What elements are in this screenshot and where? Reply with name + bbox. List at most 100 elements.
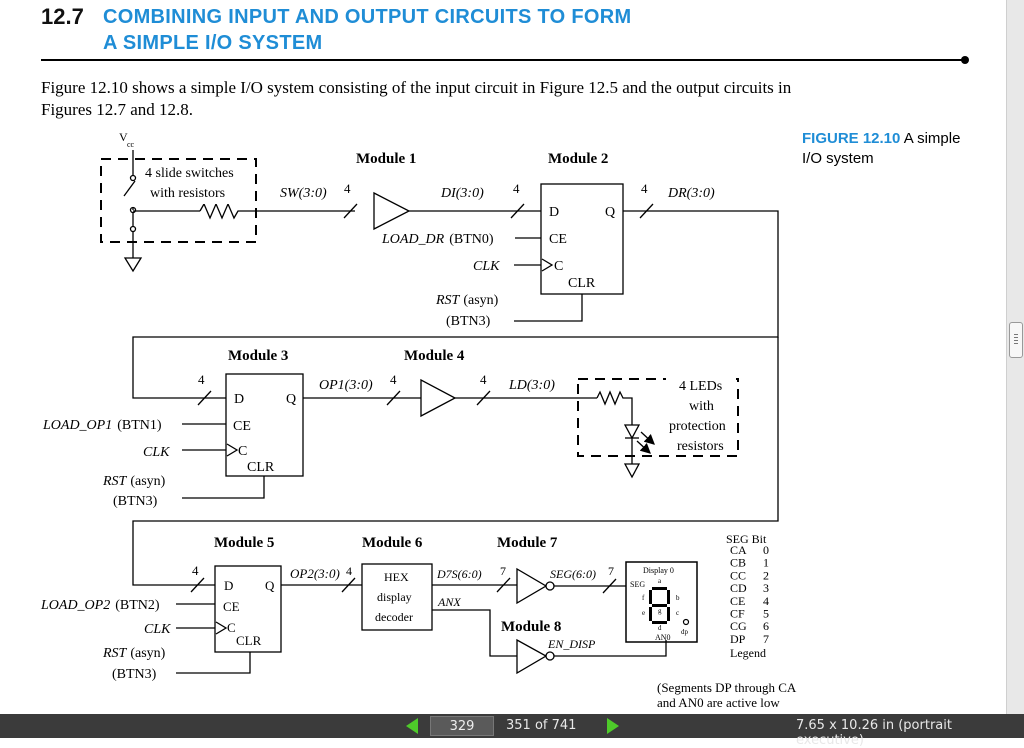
hex-line1: HEX [384, 570, 409, 584]
module3-c: C [238, 444, 247, 459]
next-page-icon[interactable] [607, 718, 619, 734]
module2-label: Module 2 [548, 151, 608, 167]
op2-signal-label: OP2(3:0) [290, 566, 340, 581]
module2-clk-triangle [541, 258, 554, 272]
display-c: c [676, 609, 679, 617]
op2-in-bus-slash [190, 577, 205, 593]
module7-inverter [516, 567, 548, 605]
load-op2-btn: (BTN2) [115, 598, 160, 613]
display-an0: AN0 [655, 633, 671, 642]
module8-inverter [516, 638, 548, 675]
module2-c: C [554, 259, 563, 274]
op2-bus-slash [341, 577, 356, 593]
section-title-line1: COMBINING INPUT AND OUTPUT CIRCUITS TO F… [103, 6, 632, 28]
legend-footer: Legend [730, 646, 766, 660]
figure-number: FIGURE 12.10 [802, 130, 901, 147]
en-disp-signal-label: EN_DISP [547, 637, 596, 651]
legend-bit: 5 [763, 607, 769, 621]
legend-seg: CA [730, 543, 747, 557]
seg-bus-width: 7 [608, 564, 614, 578]
seg-signal-label: SEG(6:0) [550, 567, 596, 581]
section-number: 12.7 [41, 4, 84, 29]
display-g: g [658, 607, 662, 615]
d7s-signal-label: D7S(6:0) [436, 567, 482, 581]
sw-signal-label: SW(3:0) [280, 186, 327, 201]
previous-page-icon[interactable] [406, 718, 418, 734]
section-title-line2: A SIMPLE I/O SYSTEM [103, 32, 323, 54]
module6-decoder [361, 563, 433, 631]
display-b: b [676, 594, 680, 602]
module4-buffer [420, 378, 457, 418]
vertical-scrollbar[interactable] [1006, 0, 1024, 714]
body-paragraph: Figure 12.10 shows a simple I/O system c… [41, 78, 792, 119]
rst-label-3: RST(asyn) [102, 474, 166, 489]
ld-bus-slash [476, 390, 491, 406]
module5-c: C [227, 620, 236, 635]
anx-wire [432, 609, 517, 657]
module2-d: D [549, 205, 559, 220]
module4-label: Module 4 [404, 348, 465, 364]
hex-line3: decoder [375, 610, 413, 624]
rst-wire-2 [514, 294, 583, 322]
clk-label-5: CLK [144, 622, 171, 637]
legend-seg: CE [730, 594, 745, 608]
module8-bubble [545, 651, 555, 661]
io-system-diagram: V cc 4 slide switches with resistors SW(… [40, 130, 797, 710]
load-op2-name: LOAD_OP2 [40, 598, 110, 613]
legend-seg: CF [730, 607, 745, 621]
module3-d: D [234, 392, 244, 407]
dr-bus-width: 4 [641, 181, 648, 196]
display-f: f [642, 594, 645, 602]
module1-buffer [373, 191, 411, 231]
led-label-bg [666, 378, 736, 454]
led-symbol [596, 390, 655, 479]
legend-seg: CD [730, 581, 747, 595]
switches-line1: 4 slide switches [145, 166, 234, 181]
anx-signal-label: ANX [437, 595, 461, 609]
page-number-input[interactable] [430, 716, 494, 736]
legend-bit: 4 [763, 594, 769, 608]
module1-label: Module 1 [356, 151, 416, 167]
op2-in-bus-width: 4 [192, 563, 199, 578]
hex-line2: display [377, 590, 412, 604]
legend-bit: 0 [763, 543, 769, 557]
rst-asyn-2: (asyn) [463, 293, 498, 308]
figure-caption: A simple I/O system [802, 130, 961, 167]
legend-seg: CC [730, 568, 746, 582]
en-disp-wire [554, 640, 667, 657]
module3-ce: CE [233, 419, 251, 434]
ld-bus-width: 4 [480, 372, 487, 387]
legend-bit: 1 [763, 556, 769, 570]
module3-label: Module 3 [228, 348, 288, 364]
scrollbar-thumb[interactable] [1009, 322, 1023, 358]
load-op1-btn: (BTN1) [117, 418, 162, 433]
switch-box [100, 158, 257, 243]
op1-bus-width: 4 [390, 372, 397, 387]
module5-ce: CE [223, 599, 240, 614]
op2-in-bus-wire [132, 337, 779, 586]
module2-q: Q [605, 205, 615, 220]
rst-asyn-3: (asyn) [130, 474, 165, 489]
document-page: 12.7 COMBINING INPUT AND OUTPUT CIRCUITS… [40, 4, 969, 710]
module6-label: Module 6 [362, 535, 423, 551]
load-dr-label: LOAD_DR(BTN0) [381, 232, 494, 247]
module2-clr: CLR [568, 276, 596, 291]
clk-label-3: CLK [143, 445, 170, 460]
display-dp: dp [681, 628, 689, 636]
module2-ce: CE [549, 232, 567, 247]
rst-label-5: RST(asyn) [102, 646, 166, 661]
legend-header: SEG Bit [726, 532, 767, 546]
di-bus-slash [510, 203, 525, 219]
sw-bus-slash [343, 203, 358, 219]
seven-segment-digit [649, 587, 670, 624]
switches-line2: with resistors [150, 186, 225, 201]
dr-signal-label: DR(3:0) [667, 186, 715, 201]
grip-line [1014, 334, 1018, 335]
grip-line [1014, 337, 1018, 338]
op2-bus-width: 4 [346, 564, 352, 578]
load-op1-label: LOAD_OP1(BTN1) [42, 418, 162, 433]
op1-bus-slash [386, 390, 401, 406]
btn3-label-3: (BTN3) [113, 494, 158, 509]
rst-wire-3 [182, 476, 265, 499]
